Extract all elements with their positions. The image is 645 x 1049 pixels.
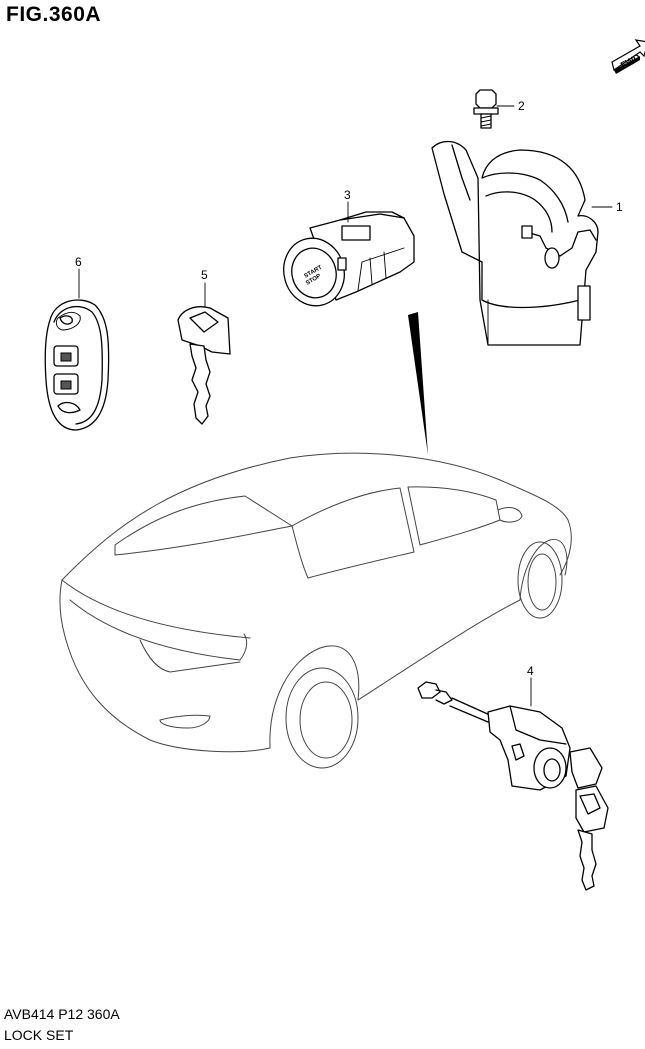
fwd-arrow-icon: FWD (611, 39, 645, 74)
svg-text:4: 4 (527, 664, 534, 678)
smart-key-fob (44, 299, 110, 431)
svg-text:2: 2 (518, 99, 525, 113)
svg-text:5: 5 (201, 268, 208, 282)
car-outline (59, 452, 572, 769)
figure-title: FIG.360A (6, 3, 102, 26)
door-lock-cylinder (417, 681, 609, 891)
callout-2: 2 (496, 99, 525, 113)
steering-lock-housing (431, 140, 599, 346)
figure-name: LOCK SET (4, 1027, 74, 1043)
start-stop-switch: START STOP (283, 211, 415, 307)
svg-text:3: 3 (344, 188, 351, 202)
mechanical-key (177, 306, 231, 425)
figure-code: AVB414 P12 360A (4, 1006, 120, 1022)
callout-3: 3 (344, 188, 351, 223)
callout-4: 4 (527, 664, 534, 707)
bolt (473, 89, 499, 129)
svg-text:6: 6 (75, 255, 82, 269)
location-pointer (408, 312, 428, 455)
svg-text:1: 1 (616, 200, 623, 214)
fwd-label: FWD (619, 52, 642, 71)
callout-6: 6 (75, 255, 82, 299)
callout-1: 1 (591, 200, 623, 214)
callout-5: 5 (201, 268, 208, 307)
